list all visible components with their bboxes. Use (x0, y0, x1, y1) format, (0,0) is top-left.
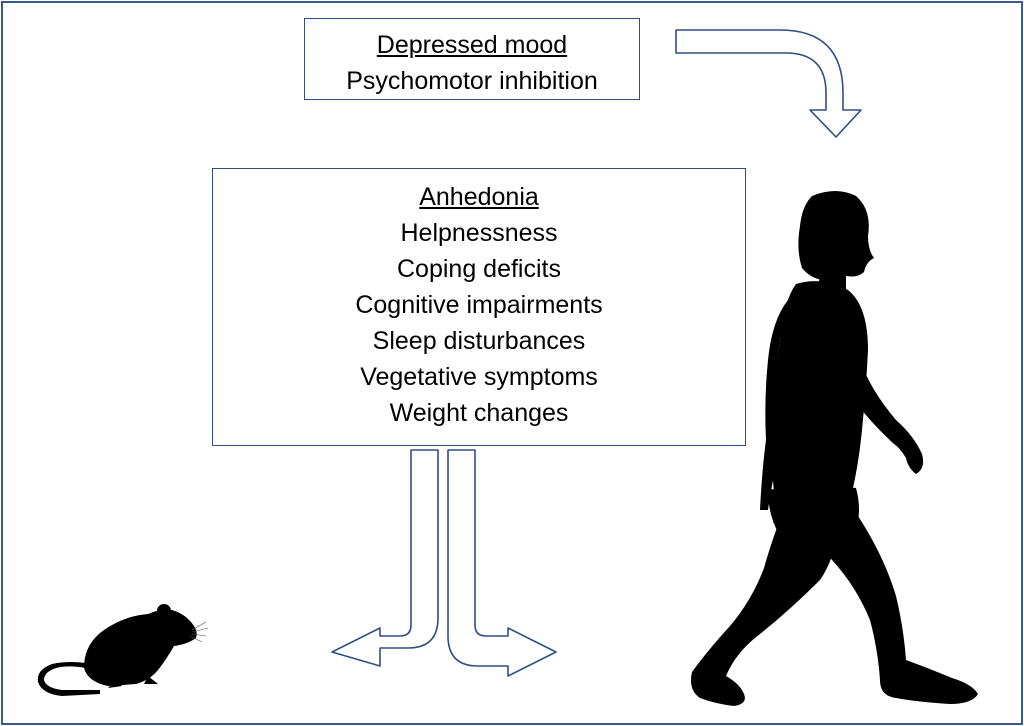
top-symptom-box: Depressed mood Psychomotor inhibition (304, 18, 640, 100)
split-arrow-left (331, 449, 439, 667)
main-box-item: Helpnessness (400, 219, 558, 247)
main-box-heading: Anhedonia (419, 183, 539, 211)
walking-human-silhouette-icon (691, 191, 978, 706)
main-box-item: Vegetative symptoms (360, 363, 598, 391)
mouse-silhouette-icon (37, 604, 209, 696)
main-symptom-box: Anhedonia Helpnessness Coping deficits C… (212, 168, 746, 446)
main-box-item: Sleep disturbances (372, 327, 586, 355)
main-box-item: Coping deficits (397, 255, 561, 283)
main-box-item: Weight changes (389, 399, 569, 427)
top-box-item: Psychomotor inhibition (346, 67, 598, 95)
top-box-heading: Depressed mood (376, 31, 568, 59)
main-box-item: Cognitive impairments (355, 291, 603, 319)
split-arrow-right (447, 449, 557, 677)
curved-arrow-to-human (675, 29, 862, 138)
